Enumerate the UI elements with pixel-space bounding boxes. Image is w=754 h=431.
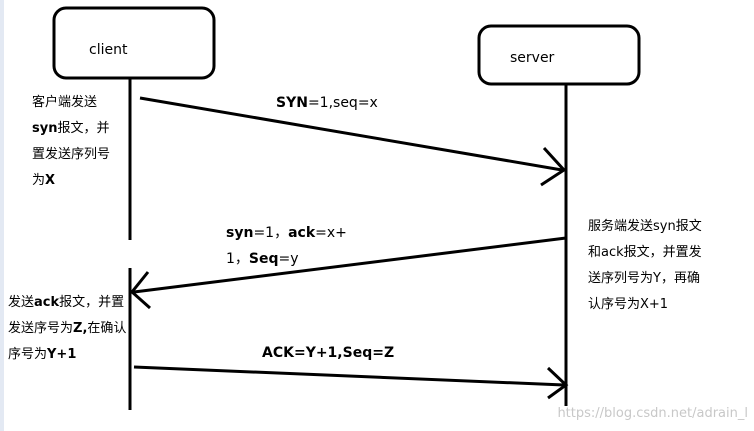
client-note-2: 发送ack报文，并置 发送序号为Z,在确认 序号为Y+1 — [8, 290, 158, 368]
client-box — [52, 6, 216, 80]
server-label: server — [510, 50, 555, 66]
syn-ack-arrow-head — [129, 271, 151, 310]
client-note-1-line4: 为X — [32, 168, 132, 194]
syn-ack-message-label: syn=1，ack=x+ 1，Seq=y — [226, 220, 356, 272]
syn-ack-line2-start: 1， — [226, 251, 249, 267]
syn-ack-syn: syn — [226, 225, 254, 241]
client-note-1-x: X — [45, 173, 56, 188]
syn-ack-arrow — [133, 236, 567, 294]
client-note-1-line2-rest: 报文，并 — [57, 121, 110, 136]
syn-ack-seq-rest: =y — [278, 251, 299, 267]
client-label: client — [89, 42, 128, 58]
syn-ack-syn-rest: =1， — [253, 225, 289, 241]
syn-message-rest: =1,seq=x — [307, 95, 378, 111]
syn-ack-ack-rest: =x+ — [315, 225, 347, 241]
left-edge-bar — [0, 0, 4, 431]
client-note-2-y1: Y+1 — [47, 347, 77, 362]
ack-arrow — [133, 365, 565, 387]
client-note-1-line3: 置发送序列号 — [32, 147, 111, 162]
syn-ack-message-line2: 1，Seq=y — [226, 246, 356, 272]
client-note-2-l2c: 在确认 — [87, 321, 127, 336]
client-note-2-l2a: 发送序号为 — [8, 321, 74, 336]
client-note-2-z: Z, — [73, 321, 88, 336]
client-note-2-ack: ack — [34, 295, 60, 310]
ack-arrow-head — [546, 366, 569, 400]
client-note-1-line4-text: 为 — [32, 173, 46, 188]
ack-message-text: ACK=Y+1,Seq=Z — [262, 345, 395, 361]
client-note-2-line1: 发送ack报文，并置 — [8, 290, 158, 316]
syn-message-label: SYN=1,seq=x — [276, 90, 378, 116]
server-note: 服务端发送syn报文 和ack报文，并置发 送序列号为Y，再确 认序号为X+1 — [588, 214, 748, 318]
syn-arrow-head — [540, 146, 567, 187]
server-note-line1: 服务端发送syn报文 — [588, 219, 702, 234]
syn-ack-ack: ack — [288, 225, 316, 241]
client-note-2-l1c: 报文，并置 — [59, 295, 125, 310]
syn-message-bold: SYN — [276, 95, 308, 111]
client-note-1: 客户端发送 syn报文，并 置发送序列号 为X — [32, 90, 132, 194]
client-note-2-l3a: 序号为 — [8, 347, 48, 362]
server-box — [477, 24, 641, 86]
syn-ack-seq: Seq — [248, 251, 279, 267]
syn-arrow — [139, 96, 563, 172]
server-note-line3: 送序列号为Y，再确 — [588, 271, 700, 286]
server-note-line2: 和ack报文，并置发 — [588, 245, 702, 260]
client-note-1-syn: syn — [32, 121, 58, 136]
server-note-line4: 认序号为X+1 — [588, 297, 669, 312]
client-note-2-l1a: 发送 — [8, 295, 35, 310]
client-note-2-line3: 序号为Y+1 — [8, 342, 158, 368]
ack-message-label: ACK=Y+1,Seq=Z — [262, 340, 394, 366]
client-note-1-line2: syn报文，并 — [32, 116, 132, 142]
watermark: https://blog.csdn.net/adrain_l — [557, 406, 748, 421]
client-note-2-line2: 发送序号为Z,在确认 — [8, 316, 158, 342]
client-note-1-line1: 客户端发送 — [32, 95, 98, 110]
syn-ack-message-line1: syn=1，ack=x+ — [226, 220, 356, 246]
